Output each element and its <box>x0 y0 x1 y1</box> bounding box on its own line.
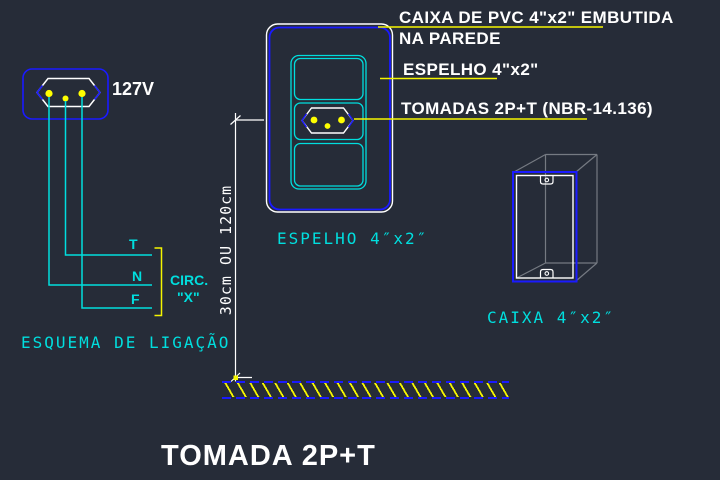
wire-n <box>48 97 152 286</box>
circuit-label-line2: "X" <box>177 289 200 305</box>
caixa-front-frame-blue <box>512 171 578 283</box>
espelho-caption: ESPELHO 4″x2″ <box>277 229 429 248</box>
outlet-hexagon-blue-tips <box>36 85 101 100</box>
plate-outlet-hexagon <box>301 107 354 134</box>
plate-pin-ground <box>324 123 331 129</box>
outlet-pin-left <box>45 89 53 98</box>
leader-lines <box>354 26 603 120</box>
terminal-label-n: N <box>132 268 143 284</box>
wire-t <box>64 101 152 256</box>
drawing-title: TOMADA 2P+T <box>161 440 376 472</box>
caixa-front-frame-white <box>515 174 574 279</box>
outlet-pin-ground <box>62 95 69 102</box>
outlet-pin-right <box>78 89 86 98</box>
plate-outlet-hexagon-blue-tips <box>301 113 354 128</box>
caixa-back-edges <box>513 153 598 282</box>
ground-hatch <box>222 381 509 399</box>
callout-caixa-pvc-line1: CAIXA DE PVC 4"x2" EMBUTIDA <box>399 8 674 27</box>
dimension-lines <box>230 113 264 382</box>
terminal-label-f: F <box>131 291 140 307</box>
ground-line-bottom <box>222 397 509 399</box>
wiring-diagram-caption: ESQUEMA DE LIGAÇÃO <box>21 333 231 352</box>
plate-pin-right <box>338 116 345 124</box>
callout-espelho: ESPELHO 4"x2" <box>403 60 539 79</box>
wiring-lines <box>48 97 152 309</box>
dimension-label: 30cm OU 120cm <box>217 184 236 316</box>
caixa-3d-view <box>512 153 598 283</box>
callout-tomadas: TOMADAS 2P+T (NBR-14.136) <box>401 99 653 118</box>
caixa-caption: CAIXA 4″x2″ <box>487 308 615 327</box>
module-slot-middle <box>293 102 364 141</box>
faceplate-front-view <box>265 23 394 213</box>
ground-line-top <box>222 381 509 383</box>
dimension-tick-top <box>230 115 241 125</box>
screw-tab-top <box>539 176 554 185</box>
module-slot-bottom <box>293 142 364 187</box>
espelho-outline <box>265 23 394 213</box>
screw-tab-bottom <box>539 268 554 278</box>
plate-pin-left <box>310 116 318 124</box>
module-slot-top <box>293 57 364 101</box>
module-frame <box>290 54 367 190</box>
terminal-label-t: T <box>129 236 138 252</box>
voltage-label: 127V <box>112 79 155 99</box>
callout-caixa-pvc-line2: NA PAREDE <box>399 29 501 48</box>
circuit-label-line1: CIRC. <box>170 272 209 288</box>
ground-hatch-stripes <box>222 383 509 397</box>
wire-f <box>81 97 152 309</box>
screw-hole-bottom <box>544 271 550 276</box>
dimension-node-marker <box>233 375 238 380</box>
screw-hole-top <box>544 177 550 183</box>
circuit-bracket <box>154 247 163 317</box>
